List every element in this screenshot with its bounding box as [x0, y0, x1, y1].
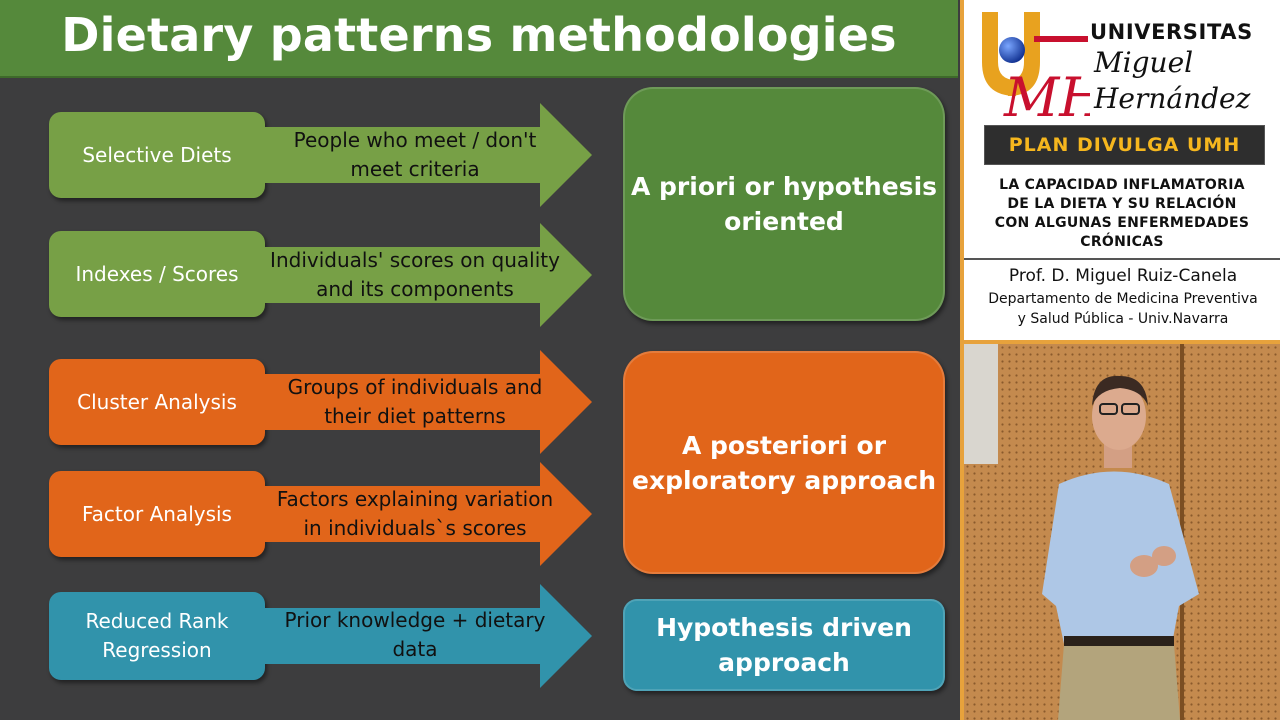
talk-title-line: CON ALGUNAS ENFERMEDADES [994, 215, 1250, 231]
talk-title-line: CRÓNICAS [1080, 234, 1164, 250]
method-indexes-scores: Indexes / Scores [49, 231, 265, 317]
speaker-name: Prof. D. Miguel Ruiz-Canela [1008, 266, 1238, 286]
umh-logo-icon: MH [982, 12, 1090, 122]
arrow-description-line: Prior knowledge + dietary [284, 608, 546, 632]
outcome-a-priori: A priori or hypothesis oriented [623, 87, 945, 321]
method-selective-diets: Selective Diets [49, 112, 265, 198]
arrow-description-line: their diet patterns [324, 404, 506, 428]
outcome-line: approach [718, 648, 850, 677]
arrow-selective-diets: People who meet / don't meet criteria [265, 103, 592, 207]
method-reduced-rank-regression: Reduced Rank Regression [49, 592, 265, 680]
slide-title-bar: Dietary patterns methodologies [0, 0, 958, 78]
arrow-indexes-scores: Individuals' scores on quality and its c… [265, 223, 592, 327]
accent-rule [964, 340, 1280, 344]
arrow-description-line: Factors explaining variation [276, 487, 554, 511]
method-label-line: Regression [102, 638, 212, 662]
arrow-shape [265, 350, 592, 454]
arrow-description-line: in individuals`s scores [303, 516, 527, 540]
logo-letters: MH [1003, 66, 1090, 122]
outcome-line: A priori or hypothesis [630, 172, 938, 201]
arrow-factor-analysis: Factors explaining variation in individu… [265, 462, 592, 566]
arrow-description: Individuals' scores on quality and its c… [265, 246, 565, 304]
arrow-shape [265, 462, 592, 566]
method-label: Indexes / Scores [75, 261, 239, 286]
arrow-description-line: Individuals' scores on quality [270, 248, 560, 272]
program-banner: PLAN DIVULGA UMH [984, 125, 1265, 165]
method-label: Selective Diets [82, 142, 232, 167]
method-label: Cluster Analysis [77, 389, 237, 414]
method-label-line: Reduced Rank [85, 609, 229, 633]
arrow-description-line: data [392, 637, 438, 661]
department-line2: y Salud Pública - Univ.Navarra [1017, 311, 1229, 327]
outcome-line: Hypothesis driven [656, 613, 912, 642]
arrow-reduced-rank-regression: Prior knowledge + dietary data [265, 584, 592, 688]
arrow-description-line: People who meet / don't [293, 128, 537, 152]
arrow-shape [265, 584, 592, 688]
arrow-description: People who meet / don't meet criteria [265, 126, 565, 184]
arrow-cluster-analysis: Groups of individuals and their diet pat… [265, 350, 592, 454]
arrow-description: Groups of individuals and their diet pat… [265, 373, 565, 431]
accent-stripe [960, 0, 964, 720]
department-line1: Departamento de Medicina Preventiva [988, 291, 1258, 307]
outcome-line: A posteriori or [681, 430, 887, 460]
speaker-video [964, 344, 1280, 720]
slide-title: Dietary patterns methodologies [61, 8, 897, 62]
talk-title-line: LA CAPACIDAD INFLAMATORIA [999, 177, 1245, 193]
arrow-shape [265, 223, 592, 327]
outcome-a-posteriori: A posteriori or exploratory approach [623, 351, 945, 574]
arrow-description-line: Groups of individuals and [287, 375, 543, 399]
university-word: UNIVERSITAS [1090, 20, 1253, 44]
talk-title-line: DE LA DIETA Y SU RELACIÓN [1007, 196, 1237, 212]
arrow-shape [265, 103, 592, 207]
slide: Dietary patterns methodologies Selective… [0, 0, 960, 720]
university-name-line1: Miguel [1094, 46, 1194, 79]
arrow-description: Factors explaining variation in individu… [265, 485, 565, 543]
university-name-line2: Hernández [1094, 82, 1251, 115]
program-label: PLAN DIVULGA UMH [1008, 134, 1241, 156]
method-label: Reduced Rank Regression [86, 607, 229, 665]
method-label: Factor Analysis [82, 501, 232, 526]
arrow-description-line: meet criteria [350, 157, 480, 181]
method-cluster-analysis: Cluster Analysis [49, 359, 265, 445]
talk-title: LA CAPACIDAD INFLAMATORIA DE LA DIETA Y … [970, 176, 1274, 252]
arrow-description: Prior knowledge + dietary data [265, 606, 565, 664]
method-factor-analysis: Factor Analysis [49, 471, 265, 557]
divider [964, 258, 1280, 260]
outcome-line: oriented [724, 207, 844, 236]
outcome-line: exploratory approach [631, 465, 937, 495]
arrow-description-line: and its components [316, 277, 514, 301]
outcome-hypothesis-driven: Hypothesis driven approach [623, 599, 945, 691]
